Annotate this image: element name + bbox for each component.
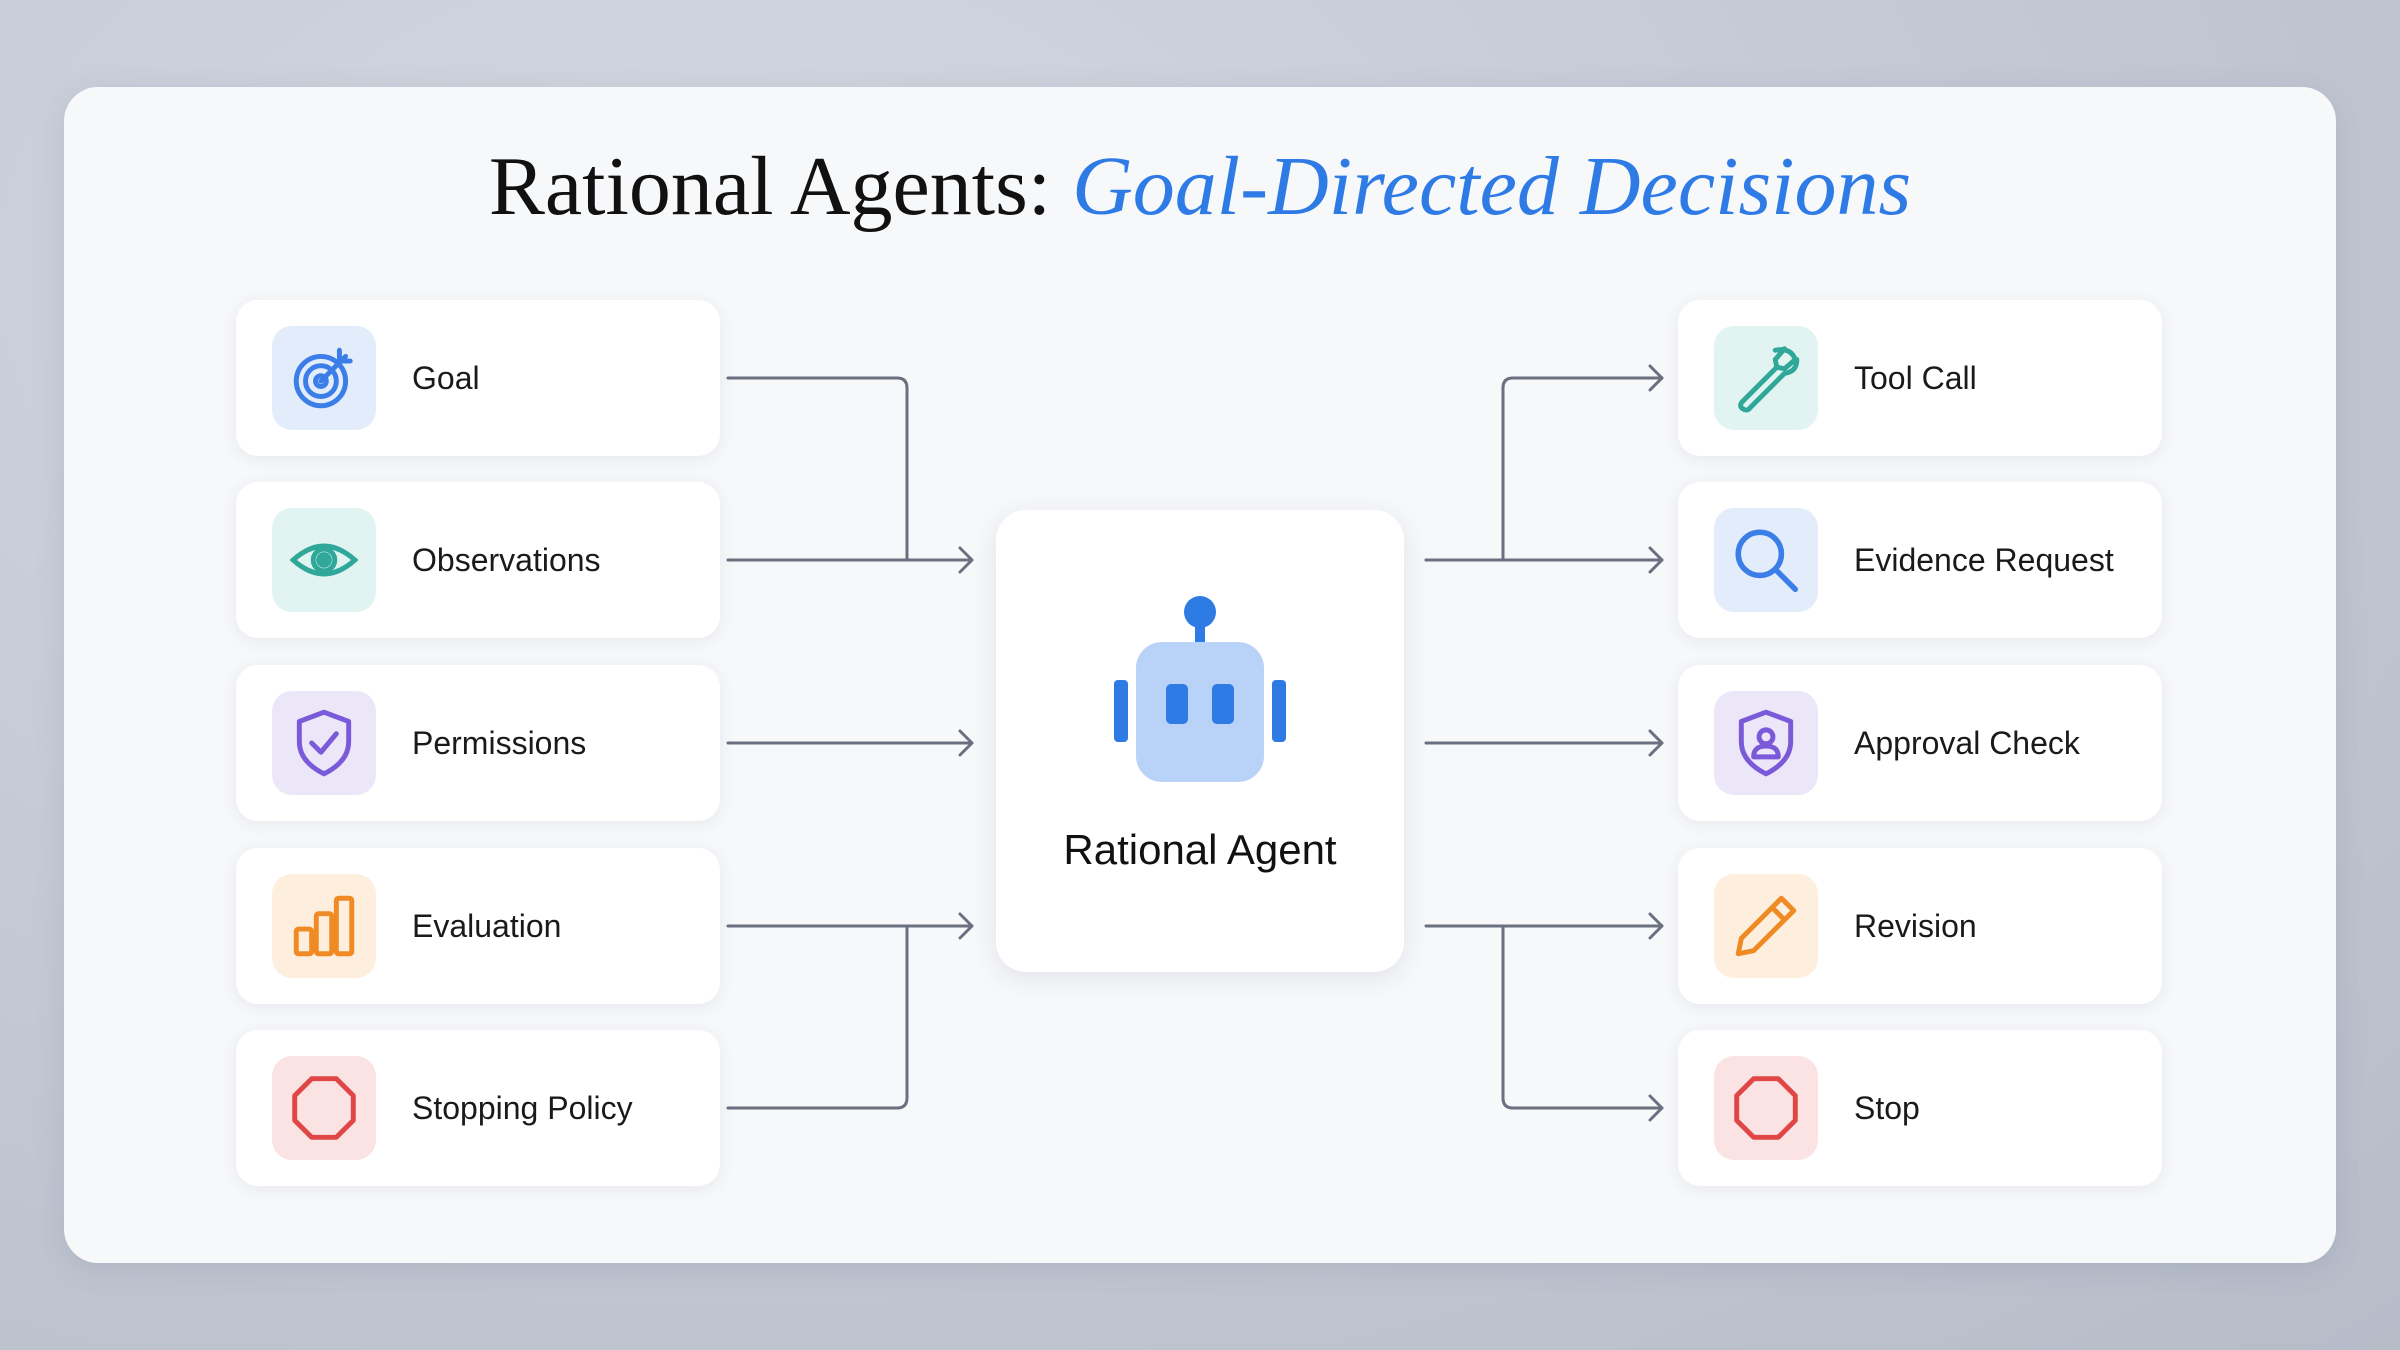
input-label-stopping-policy: Stopping Policy xyxy=(412,1090,633,1126)
page-title: Rational Agents: Goal-Directed Decisions xyxy=(0,132,2400,242)
center-node: Rational Agent xyxy=(996,510,1404,972)
output-node-approval-check: Approval Check xyxy=(1678,665,2162,821)
output-label-approval-check: Approval Check xyxy=(1854,725,2080,761)
output-node-stop: Stop xyxy=(1678,1030,2162,1186)
input-label-permissions: Permissions xyxy=(412,725,587,761)
input-label-goal: Goal xyxy=(412,360,480,396)
input-node-stopping-policy: Stopping Policy xyxy=(236,1030,720,1186)
input-node-permissions: Permissions xyxy=(236,665,720,821)
output-node-evidence-request: Evidence Request xyxy=(1678,482,2162,638)
eye-icon xyxy=(272,508,376,612)
center-label: Rational Agent xyxy=(1063,826,1337,873)
input-node-goal: Goal xyxy=(236,300,720,456)
stop-octagon-icon xyxy=(272,1056,376,1160)
output-label-stop: Stop xyxy=(1854,1090,1920,1126)
title-main: Rational Agents: xyxy=(488,140,1052,233)
stop-octagon-icon xyxy=(1714,1056,1818,1160)
target-icon xyxy=(272,326,376,430)
title-accent: Goal-Directed Decisions xyxy=(1072,140,1912,233)
bar-chart-icon xyxy=(272,874,376,978)
wrench-icon xyxy=(1714,326,1818,430)
output-label-tool-call: Tool Call xyxy=(1854,360,1977,396)
input-node-evaluation: Evaluation xyxy=(236,848,720,1004)
output-node-revision: Revision xyxy=(1678,848,2162,1004)
shield-check-icon xyxy=(272,691,376,795)
output-node-tool-call: Tool Call xyxy=(1678,300,2162,456)
output-label-evidence-request: Evidence Request xyxy=(1854,542,2114,578)
input-node-observations: Observations xyxy=(236,482,720,638)
input-label-evaluation: Evaluation xyxy=(412,908,562,944)
pencil-icon xyxy=(1714,874,1818,978)
shield-user-icon xyxy=(1714,691,1818,795)
robot-icon xyxy=(1114,596,1286,782)
search-icon xyxy=(1714,508,1818,612)
output-label-revision: Revision xyxy=(1854,908,1977,944)
input-label-observations: Observations xyxy=(412,542,601,578)
